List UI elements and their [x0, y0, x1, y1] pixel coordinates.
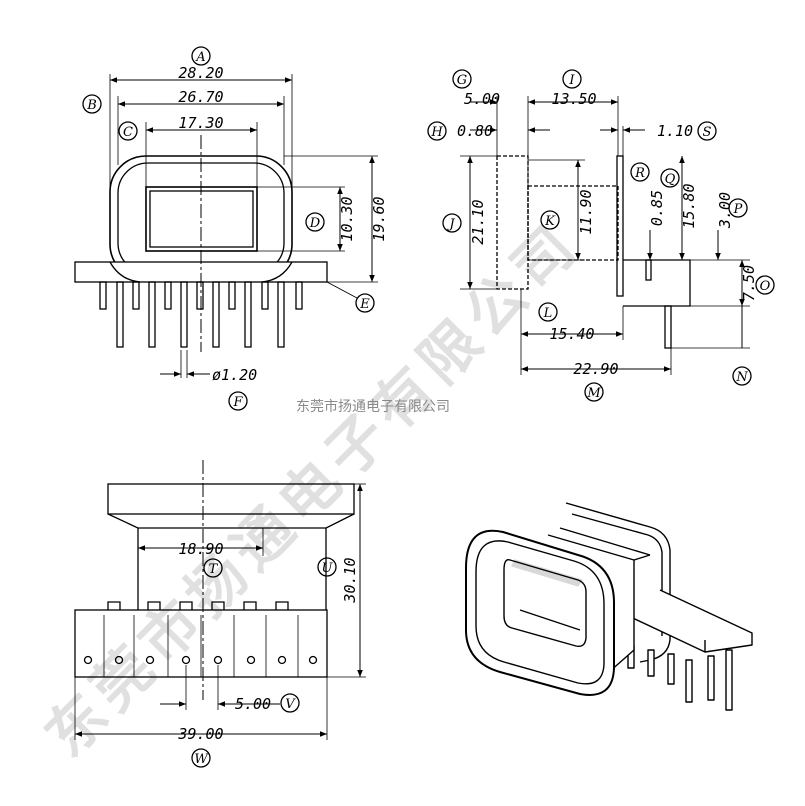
dim-A: 28.20 — [178, 64, 223, 82]
callout-O: O — [760, 279, 771, 294]
callout-U: U — [322, 561, 334, 576]
callout-A: A — [195, 50, 205, 65]
callout-I: I — [568, 73, 575, 88]
callout-G: G — [457, 73, 467, 88]
callout-L: L — [543, 306, 553, 321]
callout-D: D — [309, 216, 321, 231]
watermark: 东 莞 市 扬 通 电 子 有 限 公 司 东莞市扬通电子有限公司 — [32, 214, 588, 770]
callout-J: J — [446, 217, 455, 232]
dim-J: 21.10 — [469, 199, 487, 244]
dim-K: 11.90 — [577, 189, 595, 234]
callout-H: H — [430, 125, 443, 140]
dim-G: 5.00 — [464, 90, 500, 108]
dim-F: ø1.20 — [212, 366, 257, 384]
dim-P: 3.00 — [716, 192, 734, 229]
callout-K: K — [544, 214, 556, 229]
dim-T: 18.90 — [178, 540, 223, 558]
side-view-labels: G 5.00 I 13.50 H 0.80 1.10 S J 21.10 K 1… — [430, 73, 770, 401]
dim-B: 26.70 — [178, 88, 223, 106]
callout-E: E — [359, 297, 370, 312]
callout-V: V — [285, 697, 296, 712]
dim-U: 30.10 — [341, 557, 359, 603]
callout-F: F — [232, 395, 243, 410]
callout-R: R — [634, 166, 645, 181]
callout-C: C — [123, 125, 133, 140]
callout-N: N — [735, 370, 748, 385]
dim-M: 22.90 — [573, 360, 618, 378]
dim-S: 1.10 — [657, 122, 693, 140]
isometric-view — [465, 502, 753, 711]
callout-W: W — [194, 752, 209, 767]
dim-E-value: 19.60 — [370, 196, 388, 241]
dim-V: 5.00 — [235, 695, 271, 713]
callout-B: B — [86, 98, 97, 113]
bottom-view-labels: 18.90 T U 30.10 5.00 V 39.00 W — [177, 540, 359, 767]
dim-H: 0.80 — [457, 122, 493, 140]
side-view — [427, 69, 775, 402]
bottom-view — [74, 460, 366, 768]
dim-R: 0.85 — [648, 190, 666, 226]
callout-M: M — [586, 386, 601, 401]
dim-D: 10.30 — [338, 196, 356, 241]
callout-Q: Q — [665, 172, 676, 187]
dim-Q: 15.80 — [680, 183, 698, 228]
dim-L: 15.40 — [549, 325, 594, 343]
callout-P: P — [733, 202, 743, 217]
callout-S: S — [703, 125, 712, 140]
front-view — [74, 46, 378, 411]
dim-W: 39.00 — [177, 725, 223, 743]
front-view-labels: A 28.20 B 26.70 C 17.30 D 10.30 19.60 E … — [86, 50, 388, 410]
watermark-small: 东莞市扬通电子有限公司 — [296, 398, 450, 415]
callout-T: T — [209, 562, 219, 577]
dim-I: 13.50 — [551, 90, 596, 108]
dim-C: 17.30 — [178, 114, 223, 132]
dim-O: 7.50 — [740, 265, 758, 301]
